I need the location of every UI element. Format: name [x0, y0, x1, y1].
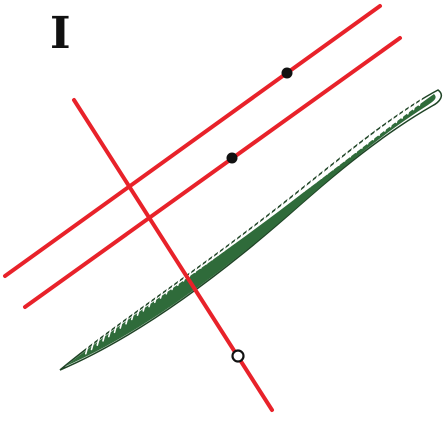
leaf-vein — [188, 266, 193, 278]
leaf-vein — [406, 104, 412, 115]
leaf-vein — [257, 215, 262, 227]
leaf-vein — [360, 138, 366, 149]
leaf-vein — [102, 331, 107, 342]
leaf-vein — [234, 232, 239, 244]
leaf-vein — [211, 249, 216, 261]
leaf-vein — [418, 95, 423, 107]
leaf-vein — [274, 202, 279, 214]
leaf-vein — [291, 189, 297, 201]
leaf-vein — [90, 339, 95, 351]
leaf-shape — [59, 89, 443, 371]
point-on-upper-line — [281, 67, 293, 79]
leaf-vein — [395, 112, 400, 124]
leaf-vein — [176, 275, 182, 286]
leaf-vein — [245, 223, 251, 235]
leaf-vein — [159, 288, 164, 299]
leaf-vein — [153, 292, 159, 304]
leaf-vein — [217, 245, 222, 256]
leaf-vein — [240, 228, 245, 239]
leaf-vein — [297, 185, 302, 197]
leaf-vein — [343, 151, 348, 162]
transversal-line — [72, 98, 274, 412]
leaf-vein — [337, 155, 343, 167]
leaf-vein — [263, 211, 268, 222]
leaf-vein — [194, 262, 199, 274]
leaf-vein — [268, 206, 274, 218]
leaf-vein — [148, 296, 153, 308]
leaf-vein — [286, 194, 291, 205]
parallel-line-upper — [3, 4, 382, 278]
leaf-vein — [165, 283, 170, 295]
leaf-vein — [130, 309, 136, 321]
leaf-vein — [355, 142, 360, 154]
leaf-vein — [113, 322, 118, 334]
leaf-vein — [142, 301, 147, 312]
leaf-vein — [412, 99, 417, 111]
leaf-vein — [303, 181, 308, 192]
leaf-vein — [136, 305, 141, 316]
leaf-vein — [383, 121, 389, 132]
figure-label: I — [50, 8, 71, 59]
lines-group — [3, 4, 402, 412]
leaf-vein — [222, 241, 228, 252]
leaf-vein — [228, 236, 233, 248]
leaf-vein — [280, 198, 285, 209]
leaf-vein — [251, 219, 256, 231]
leaf-vein — [372, 129, 377, 141]
leaf-vein — [171, 279, 176, 291]
parallel-line-lower — [23, 36, 402, 309]
points-group — [226, 67, 293, 363]
leaf-vein — [326, 164, 331, 175]
leaf-vein — [332, 159, 337, 171]
leaf-vein — [119, 318, 124, 329]
leaf-vein — [96, 335, 101, 346]
leaf-vein — [366, 134, 371, 145]
leaf-vein — [199, 258, 205, 269]
leaf-vein — [314, 172, 320, 184]
leaf-vein — [389, 116, 394, 128]
leaf-vein — [84, 343, 90, 355]
leaf-vein — [378, 125, 383, 137]
leaf-vein — [401, 108, 406, 119]
leaf-vein — [125, 313, 130, 325]
point-on-lower-line — [226, 152, 238, 164]
open-point-on-transversal — [231, 349, 245, 363]
leaf-vein — [205, 253, 210, 265]
leaf-vein — [107, 326, 113, 338]
leaf-vein — [349, 146, 354, 158]
leaf-vein — [309, 176, 314, 188]
leaf-vein — [320, 168, 325, 179]
